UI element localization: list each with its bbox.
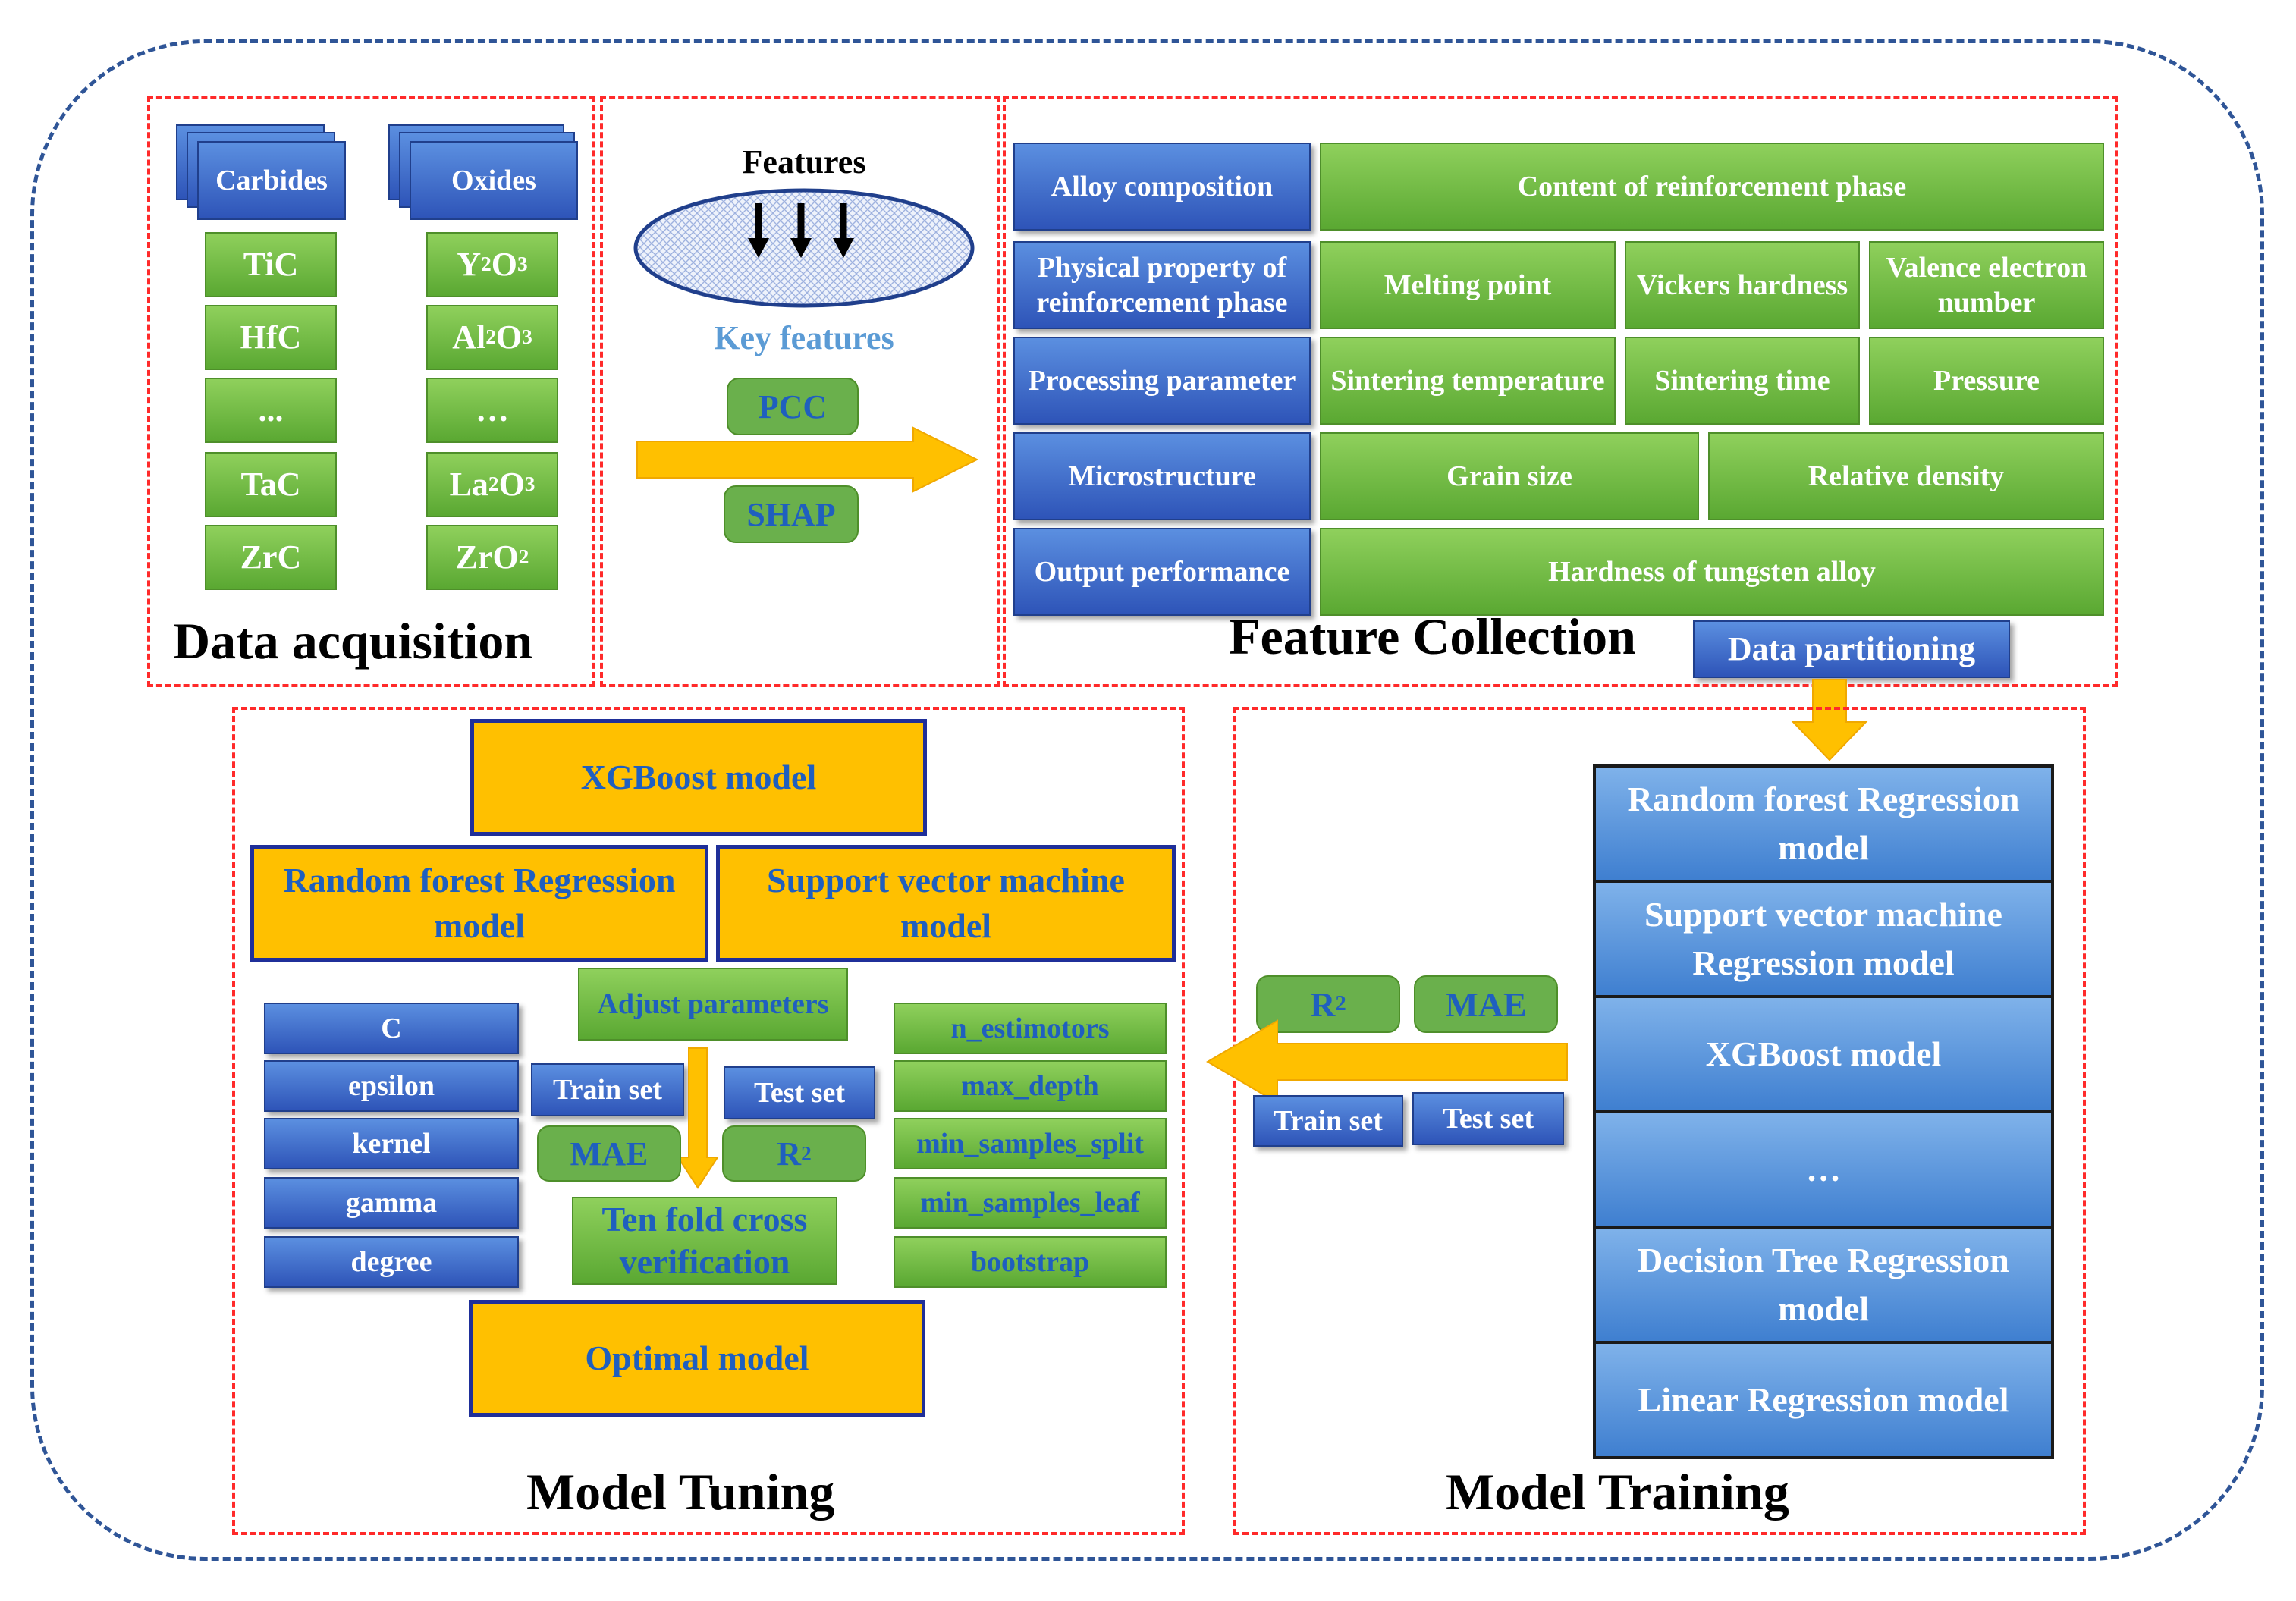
feature-category: Alloy composition (1013, 143, 1311, 231)
oxide-formula-base: Y (457, 246, 482, 284)
oxides-header: Oxides (410, 141, 578, 220)
feature-item: Pressure (1869, 337, 2104, 425)
tuning-mae: MAE (537, 1125, 681, 1182)
selection-right-arrow-icon (636, 426, 979, 493)
training-left-arrow-icon (1206, 1019, 1568, 1104)
training-model-item: … (1593, 1110, 2054, 1229)
oxide-formula-mid: O (491, 246, 517, 284)
oxide-formula-sub1: 2 (518, 545, 529, 569)
partition-down-arrow-icon (1791, 679, 1868, 761)
oxide-formula-sub1: 2 (485, 325, 496, 349)
features-label: Features (742, 143, 866, 181)
key-features-label: Key features (714, 319, 894, 356)
oxide-formula-base: … (476, 391, 509, 429)
oxide-item: … (426, 378, 558, 443)
feature-item: Melting point (1320, 241, 1616, 329)
feature-item: Relative density (1708, 432, 2104, 520)
svm-param: epsilon (264, 1060, 519, 1112)
feature-category: Processing parameter (1013, 337, 1311, 425)
feature-collection-title: Feature Collection (1229, 607, 1636, 665)
feature-selection-panel (600, 96, 1000, 687)
carbide-item: HfC (205, 305, 337, 370)
oxide-formula-sub1: 2 (481, 253, 492, 276)
oxide-formula-base: ZrO (455, 538, 519, 576)
oxide-formula-sub2: 3 (524, 472, 536, 496)
carbide-item: TiC (205, 232, 337, 297)
carbides-header: Carbides (197, 141, 346, 220)
random-forest-box: Random forest Regression model (250, 845, 708, 962)
svm-param: kernel (264, 1118, 519, 1169)
feature-item: Sintering time (1625, 337, 1860, 425)
tuning-r2-base: R (777, 1135, 802, 1172)
training-model-item: Decision Tree Regression model (1593, 1226, 2054, 1344)
carbide-item: TaC (205, 452, 337, 517)
training-model-item: XGBoost model (1593, 995, 2054, 1113)
feature-item: Vickers hardness (1625, 241, 1860, 329)
tuning-r2-sup: 2 (801, 1141, 812, 1165)
shap-method: SHAP (724, 485, 859, 543)
feature-collection-panel (1003, 96, 2118, 687)
svm-param: gamma (264, 1177, 519, 1229)
oxide-formula-sub2: 3 (517, 253, 528, 276)
svm-param: degree (264, 1236, 519, 1288)
data-acquisition-panel (147, 96, 595, 687)
training-model-item: Linear Regression model (1593, 1341, 2054, 1459)
oxide-formula-base: Al (452, 319, 486, 356)
feature-category: Microstructure (1013, 432, 1311, 520)
feature-item: Valence electron number (1869, 241, 2104, 329)
model-training-panel (1233, 707, 2086, 1535)
training-model-item: Support vector machine Regression model (1593, 880, 2054, 998)
data-acquisition-title: Data acquisition (173, 612, 533, 670)
rf-param: min_samples_split (894, 1118, 1167, 1169)
oxide-formula-sub2: 3 (522, 325, 532, 349)
adjust-parameters-box: Adjust parameters (578, 968, 848, 1041)
feature-item: Content of reinforcement phase (1320, 143, 2104, 231)
feature-item: Hardness of tungsten alloy (1320, 528, 2104, 616)
feature-item: Sintering temperature (1320, 337, 1616, 425)
tuning-down-arrow-icon (677, 1047, 719, 1189)
training-test-set: Test set (1412, 1092, 1564, 1145)
training-r2-sup: 2 (1335, 992, 1346, 1016)
xgboost-model-box: XGBoost model (470, 719, 927, 836)
optimal-model-box: Optimal model (469, 1300, 925, 1417)
model-training-title: Model Training (1446, 1463, 1789, 1521)
pcc-method: PCC (727, 378, 859, 435)
rf-param: n_estimotors (894, 1003, 1167, 1054)
data-partitioning-label: Data partitioning (1693, 620, 2010, 678)
svm-param: C (264, 1003, 519, 1054)
oxide-formula-mid: O (495, 319, 523, 356)
rf-param: max_depth (894, 1060, 1167, 1112)
carbide-item: ... (205, 378, 337, 443)
feature-item: Grain size (1320, 432, 1699, 520)
carbide-item: ZrC (205, 525, 337, 590)
oxide-formula-mid: O (498, 466, 525, 504)
feature-category: Output performance (1013, 528, 1311, 616)
training-mae: MAE (1414, 975, 1558, 1033)
tuning-test-set: Test set (724, 1066, 875, 1119)
training-r2-base: R (1310, 984, 1336, 1024)
oxide-formula-base: La (449, 466, 488, 504)
features-down-arrows-icon (748, 203, 854, 258)
outer-frame (30, 39, 2264, 1561)
cross-validation-box: Ten fold cross verification (572, 1197, 837, 1285)
oxide-formula-sub1: 2 (488, 472, 499, 496)
model-tuning-panel (232, 707, 1185, 1535)
rf-param: bootstrap (894, 1236, 1167, 1288)
feature-category: Physical property of reinforcement phase (1013, 241, 1311, 329)
model-tuning-title: Model Tuning (526, 1463, 835, 1521)
svm-box: Support vector machine model (716, 845, 1176, 962)
tuning-train-set: Train set (531, 1063, 684, 1116)
rf-param: min_samples_leaf (894, 1177, 1167, 1229)
training-model-item: Random forest Regression model (1593, 764, 2054, 883)
training-train-set: Train set (1253, 1095, 1403, 1147)
